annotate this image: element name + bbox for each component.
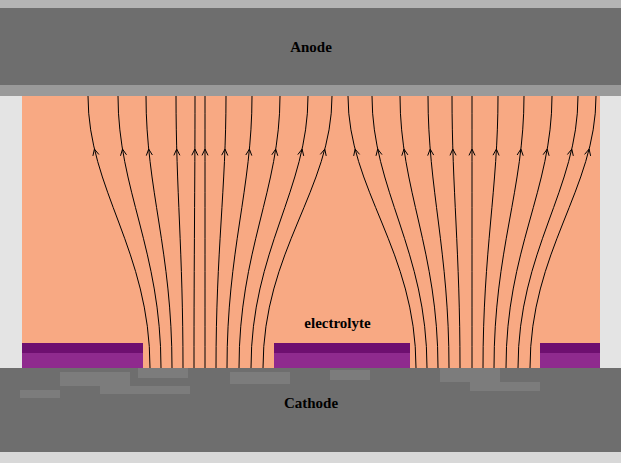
field-line	[518, 96, 578, 368]
field-arrowhead	[246, 149, 252, 156]
field-line	[205, 96, 206, 368]
field-arrowhead	[517, 149, 523, 156]
field-line	[194, 96, 195, 368]
anode-edge	[0, 0, 621, 8]
field-arrowhead	[320, 149, 326, 156]
anode-band: Anode	[22, 8, 600, 85]
electrolyte-region: electrolyte	[300, 313, 375, 333]
field-line	[176, 96, 183, 368]
anode-surface	[0, 85, 621, 96]
cathode-band: Cathode	[22, 370, 600, 436]
field-line	[494, 96, 524, 368]
field-line	[146, 96, 172, 368]
field-line	[400, 96, 438, 368]
field-line	[372, 96, 427, 368]
cathode-band	[0, 368, 621, 452]
field-line	[452, 96, 460, 368]
anode-band-label: Anode	[290, 38, 332, 56]
cathode-edge	[0, 452, 621, 463]
electrolyte-region	[22, 96, 600, 368]
field-arrowhead	[202, 149, 208, 155]
field-lines	[88, 96, 596, 368]
field-arrowhead	[174, 149, 180, 155]
field-arrowhead	[146, 149, 152, 156]
field-arrowhead	[354, 149, 360, 156]
field-arrowhead	[450, 149, 456, 155]
field-line	[239, 96, 280, 368]
cathode-texture	[20, 368, 540, 398]
field-arrowhead	[585, 149, 591, 156]
field-line	[118, 96, 161, 368]
field-line	[227, 96, 252, 368]
mask-strips	[22, 343, 600, 368]
field-arrowhead	[298, 149, 304, 156]
field-line	[472, 96, 473, 368]
field-arrowhead	[93, 149, 99, 156]
field-arrowhead	[402, 149, 408, 156]
field-line	[530, 96, 596, 368]
field-arrowhead	[376, 149, 382, 156]
field-line	[428, 96, 449, 368]
field-arrowhead	[192, 149, 198, 155]
cathode-band-label: Cathode	[284, 394, 338, 412]
field-arrowhead	[272, 149, 278, 156]
electrolyte-region-label: electrolyte	[304, 314, 370, 332]
field-line	[88, 96, 150, 368]
field-arrowhead	[493, 149, 499, 155]
field-arrowhead	[567, 149, 573, 156]
anode-band	[0, 8, 621, 85]
field-arrowhead	[543, 149, 549, 156]
field-arrowhead	[121, 149, 127, 156]
field-arrowhead	[469, 149, 475, 155]
field-arrowhead	[222, 149, 228, 155]
field-line	[216, 96, 226, 368]
field-arrowhead	[428, 149, 434, 156]
